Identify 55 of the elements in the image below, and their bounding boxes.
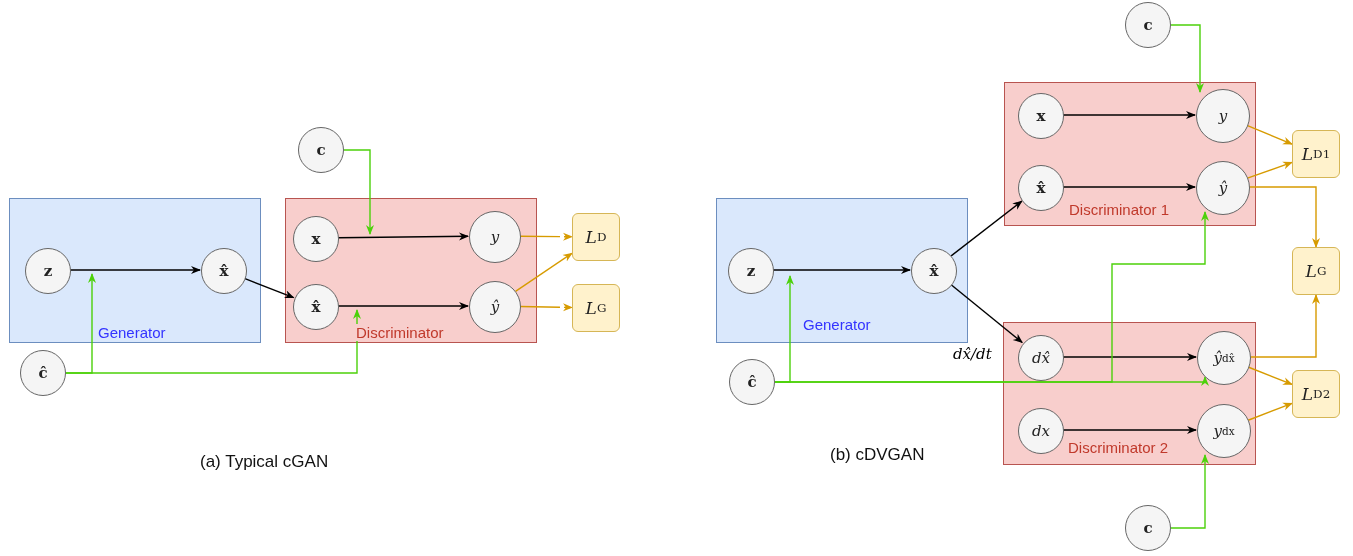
- node-circle: z: [25, 248, 71, 294]
- subfigure-caption: (b) cDVGAN: [830, 445, 925, 465]
- arrow: [343, 149, 374, 235]
- node-circle: ŷ: [1196, 161, 1250, 215]
- arrow: [1249, 294, 1320, 358]
- node-circle: z: [728, 248, 774, 294]
- arrow: [1170, 24, 1204, 93]
- panel-title: Discriminator 2: [1068, 439, 1169, 456]
- node-circle: dx̂: [1018, 335, 1064, 381]
- arrow: [337, 302, 469, 310]
- node-circle: x̂: [1018, 165, 1064, 211]
- arrow: [774, 376, 1209, 386]
- arrow: [243, 277, 295, 299]
- arrow: [950, 283, 1023, 344]
- arrow: [1248, 186, 1320, 248]
- arrow: [337, 232, 469, 241]
- node-circle: x: [293, 216, 339, 262]
- arrow: [1062, 111, 1196, 119]
- node-circle: ŷ: [469, 281, 521, 333]
- arrow: [65, 309, 361, 374]
- node-circle: ĉ: [729, 359, 775, 405]
- discriminator-panel: [1004, 82, 1256, 226]
- arrow: [519, 303, 573, 312]
- arrow: [1170, 454, 1209, 529]
- discriminator-panel: [285, 198, 537, 343]
- arrow: [519, 232, 573, 241]
- discriminator-panel: [1003, 322, 1256, 465]
- arrow: [1247, 366, 1293, 386]
- arrow: [950, 200, 1023, 257]
- node-circle: x: [1018, 93, 1064, 139]
- node-circle: c: [1125, 2, 1171, 48]
- node-circle: c: [1125, 505, 1171, 551]
- arrow: [1246, 161, 1293, 179]
- node-circle: x̂: [293, 284, 339, 330]
- arrow: [1062, 183, 1196, 191]
- node-circle: dx: [1018, 408, 1064, 454]
- generator-panel: [9, 198, 261, 343]
- node-circle: ĉ: [20, 350, 66, 396]
- arrow: [1062, 426, 1197, 434]
- arrow: [1246, 124, 1293, 145]
- arrow: [1062, 353, 1197, 361]
- node-circle: y: [469, 211, 521, 263]
- panel-title: Discriminator: [356, 324, 444, 341]
- arrow: [1247, 402, 1293, 421]
- edge-label: dx̂/dt: [952, 345, 993, 363]
- subfigure-caption: (a) Typical cGAN: [200, 452, 329, 472]
- node-circle: x̂: [201, 248, 247, 294]
- panel-title: Discriminator 1: [1069, 201, 1170, 218]
- node-circle: y: [1196, 89, 1250, 143]
- arrow: [69, 266, 201, 274]
- arrow: [772, 266, 911, 274]
- node-circle: c: [298, 127, 344, 173]
- arrow: [514, 252, 573, 293]
- node-circle: x̂: [911, 248, 957, 294]
- generator-panel: [716, 198, 968, 343]
